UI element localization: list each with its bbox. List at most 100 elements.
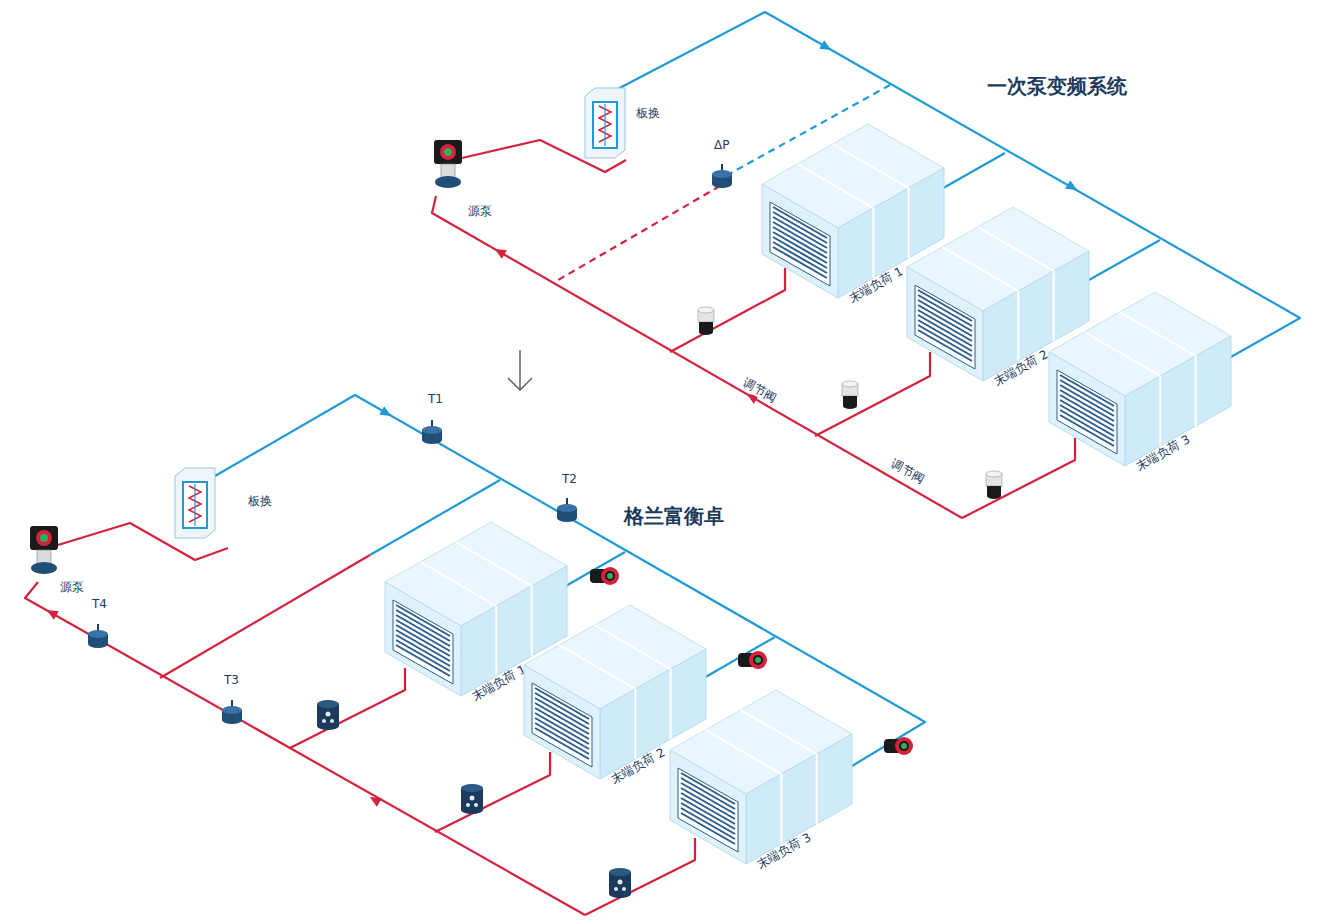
panel-seam — [495, 606, 497, 676]
grille-slat — [918, 325, 972, 356]
unit-grille — [770, 202, 830, 286]
panel-seam — [420, 562, 496, 606]
terminal-unit: 末端负荷 3 — [668, 688, 858, 893]
panel-seam — [531, 586, 533, 656]
unit-front — [524, 665, 600, 779]
panel-seam — [797, 164, 873, 208]
panel-seam — [634, 689, 636, 759]
panel-seam — [833, 144, 909, 188]
grille-slat — [1060, 415, 1114, 446]
flow-arrow — [492, 245, 507, 259]
control-valve — [698, 307, 714, 335]
system-heading: 一次泵变频系统 — [985, 74, 1129, 98]
panel-seam — [942, 247, 1018, 291]
part-label: 源泵 — [58, 580, 86, 594]
system-heading: 格兰富衡卓 — [622, 504, 726, 528]
temperature-sensor — [557, 498, 577, 522]
source-pump — [30, 526, 58, 574]
panel-seam — [872, 208, 874, 278]
balancing-valve — [609, 868, 631, 898]
return-branch — [585, 838, 695, 915]
part-label: T1 — [426, 392, 445, 406]
part-label: T4 — [90, 597, 109, 611]
panel-seam — [1017, 291, 1019, 361]
panel-seam — [1120, 312, 1196, 356]
unit-grille — [532, 683, 592, 767]
grille-slat — [396, 640, 450, 671]
top-pipes — [432, 12, 1300, 518]
bottom-pipes — [25, 395, 925, 915]
flow-arrow — [44, 606, 59, 620]
balancing-valve — [461, 784, 483, 814]
unit-front — [762, 184, 838, 298]
flow-arrow — [367, 793, 382, 807]
grille-slat — [773, 247, 827, 278]
panel-seam — [978, 227, 1054, 271]
pressure-sensor — [712, 164, 732, 188]
part-label: 源泵 — [466, 204, 494, 218]
return-branch — [815, 352, 930, 436]
unit-front — [907, 267, 983, 381]
unit-grille — [393, 600, 453, 684]
part-label: T2 — [560, 472, 579, 486]
circulator-pump — [738, 651, 767, 669]
panel-seam — [705, 730, 781, 774]
grille-slat — [396, 645, 450, 676]
panel-seam — [670, 669, 672, 739]
panel-seam — [559, 645, 635, 689]
grille-slat — [773, 242, 827, 273]
temperature-sensor — [88, 624, 108, 648]
return-branch — [290, 668, 405, 748]
panel-seam — [595, 625, 671, 669]
arrow-head — [508, 378, 532, 390]
circulator-pump — [884, 737, 913, 755]
plate-exchanger — [585, 88, 625, 158]
unit-grille — [678, 768, 738, 852]
terminal-unit: 末端负荷 3 — [1047, 290, 1237, 495]
part-label: T3 — [222, 673, 241, 687]
plate-exchanger — [175, 468, 215, 538]
grille-slat — [681, 808, 735, 839]
part-label: 板换 — [246, 494, 274, 508]
circulator-pump — [590, 567, 619, 585]
unit-grille — [915, 285, 975, 369]
grille-slat — [1060, 410, 1114, 441]
part-label: 调节阀 — [887, 456, 929, 487]
pressure-line — [553, 186, 720, 283]
temperature-sensor — [422, 420, 442, 444]
panel-seam — [456, 542, 532, 586]
panel-seam — [780, 774, 782, 844]
unit-front — [1049, 352, 1125, 466]
control-valve — [986, 471, 1002, 499]
supply-branch — [938, 153, 1005, 191]
panel-seam — [1053, 271, 1055, 341]
unit-front — [385, 582, 461, 696]
return-branch — [962, 438, 1075, 518]
panel-seam — [741, 710, 817, 754]
panel-seam — [908, 188, 910, 258]
panel-seam — [1159, 376, 1161, 446]
grille-slat — [681, 813, 735, 844]
unit-grille — [1057, 370, 1117, 454]
temperature-sensor — [222, 700, 242, 724]
return-branch — [670, 268, 785, 352]
grille-slat — [535, 723, 589, 754]
flow-arrow — [819, 40, 834, 54]
supply-branch — [1080, 240, 1160, 285]
transition-arrow — [508, 350, 532, 390]
bypass-return — [160, 555, 370, 678]
grille-slat — [918, 330, 972, 361]
part-label: ΔP — [712, 138, 731, 152]
flow-arrow — [379, 406, 394, 420]
arrow-shaft — [519, 350, 520, 390]
unit-front — [670, 750, 746, 864]
part-label: 板换 — [634, 106, 662, 120]
panel-seam — [1195, 356, 1197, 426]
source-pump — [434, 140, 462, 188]
return-branch — [435, 752, 550, 832]
supply-branch — [697, 637, 775, 682]
panel-seam — [1084, 332, 1160, 376]
control-valve — [842, 381, 858, 409]
grille-slat — [535, 728, 589, 759]
flow-arrow — [1065, 180, 1080, 194]
